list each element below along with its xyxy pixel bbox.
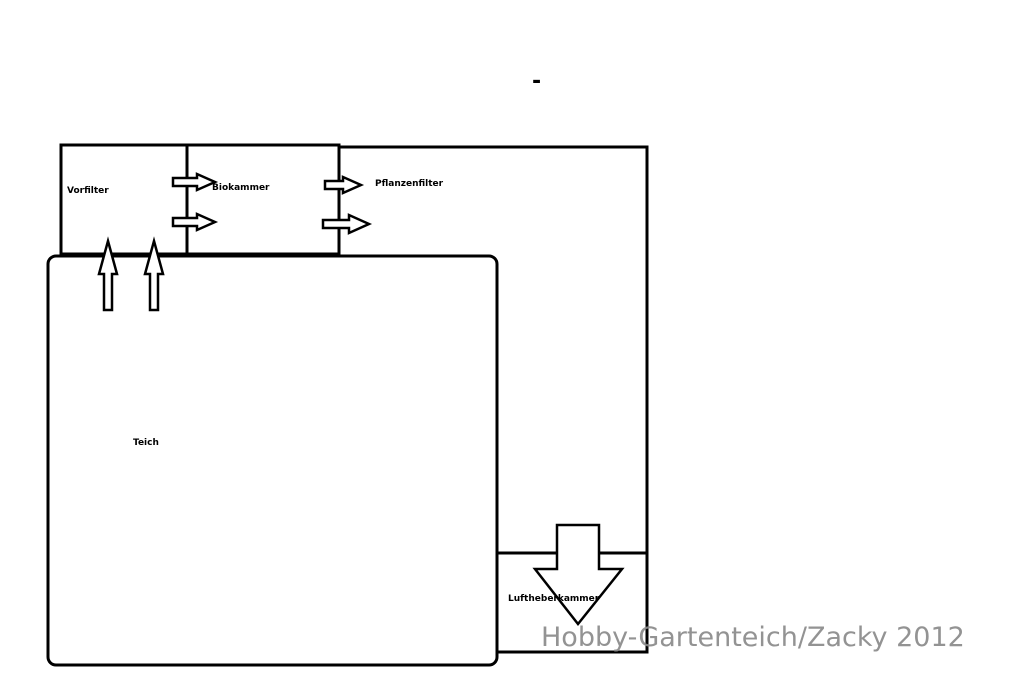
up-arrow-icon xyxy=(143,236,165,312)
right-arrow-icon xyxy=(171,172,219,192)
biokammer-chamber xyxy=(185,143,341,256)
teich-pond xyxy=(46,254,499,667)
dash-mark: - xyxy=(532,69,542,94)
label-pflanzenfilter: Pflanzenfilter xyxy=(375,179,444,189)
watermark: Hobby-Gartenteich/Zacky 2012 xyxy=(541,622,965,653)
right-arrow-icon xyxy=(171,212,219,232)
up-arrow-icon xyxy=(97,236,119,312)
down-arrow-icon xyxy=(532,523,625,627)
label-luftheberkammer: Luftheberkammer xyxy=(508,594,600,604)
label-teich: Teich xyxy=(133,438,159,448)
right-arrow-icon xyxy=(323,175,365,195)
right-arrow-icon xyxy=(321,213,373,235)
label-biokammer: Biokammer xyxy=(212,183,270,193)
label-vorfilter: Vorfilter xyxy=(67,186,109,196)
vorfilter-chamber xyxy=(59,143,189,256)
